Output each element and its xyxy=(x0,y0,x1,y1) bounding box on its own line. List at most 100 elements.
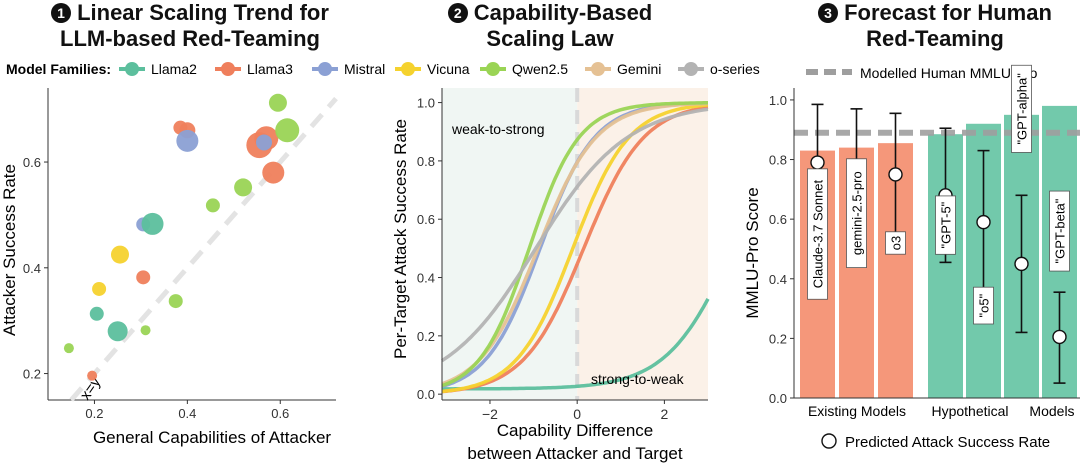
scatter-point-llama3 xyxy=(136,270,151,285)
predicted-asr-legend-label: Predicted Attack Success Rate xyxy=(845,434,1050,451)
bar-label-box xyxy=(973,286,994,325)
scaling-y-tick-label: 1.0 xyxy=(417,96,435,111)
legend-marker-vicuna xyxy=(401,62,415,76)
scatter-point-mistral xyxy=(176,129,199,152)
forecast-y-tick-label: 1.0 xyxy=(769,93,787,108)
forecast-y-tick-label: 0.2 xyxy=(769,331,787,346)
forecast-bar-panel: Claude-3.7 Sonnet gemini-2.5-pro o3 "GPT-5"… xyxy=(743,64,1080,451)
legend-name-mistral: Mistral xyxy=(344,61,385,77)
scatter-point-qwen2.5 xyxy=(234,178,253,197)
bar-label-1: gemini-2.5-pro xyxy=(846,158,867,268)
predicted-asr-marker xyxy=(1052,329,1067,345)
scaling-x-label-line2: between Attacker and Target xyxy=(467,444,682,463)
scatter-point-vicuna xyxy=(111,245,129,264)
scaling-y-tick-label: 0.0 xyxy=(417,387,435,402)
scaling-y-label: Per-Target Attack Success Rate xyxy=(391,119,410,359)
forecast-y-tick-label: 0.0 xyxy=(769,391,787,406)
bar-label-box xyxy=(935,195,956,255)
bar-label-text: "GPT-beta" xyxy=(1053,198,1068,263)
predicted-asr-marker xyxy=(810,155,825,170)
predicted-asr-marker xyxy=(1014,256,1029,272)
scaling-y-tick-label: 0.4 xyxy=(417,271,435,286)
strong-to-weak-label: strong-to-weak xyxy=(591,371,685,387)
legend-name-llama3: Llama3 xyxy=(247,61,293,77)
legend-name-gemini: Gemini xyxy=(617,61,661,77)
predicted-asr-legend-marker xyxy=(821,433,837,449)
panel1-number: 1 xyxy=(51,3,72,23)
predicted-asr-marker xyxy=(888,167,903,182)
weak-to-strong-region xyxy=(442,88,578,400)
panel2-number: 2 xyxy=(447,3,468,23)
scatter-y-tick-label: 0.6 xyxy=(23,155,41,170)
legend-label: Model Families: xyxy=(6,61,111,77)
bar-label-box xyxy=(885,231,906,255)
legend-name-llama2: Llama2 xyxy=(151,61,197,77)
panel3-number: 3 xyxy=(818,3,839,23)
bar-label-3: "GPT-5" xyxy=(935,195,956,255)
scatter-x-tick-label: 0.2 xyxy=(85,406,103,421)
bar-label-0: Claude-3.7 Sonnet xyxy=(807,168,828,300)
legend-name-vicuna: Vicuna xyxy=(427,61,470,77)
bar-label-2: o3 xyxy=(885,231,906,255)
forecast-y-tick-label: 0.4 xyxy=(769,272,787,287)
scatter-x-label: General Capabilities of Attacker xyxy=(93,428,331,447)
scatter-point-mistral xyxy=(256,134,272,151)
scaling-x-label-line1: Capability Difference xyxy=(497,421,654,440)
group-label-existing: Existing Models xyxy=(808,403,906,419)
legend-name-qwen2.5: Qwen2.5 xyxy=(512,61,568,77)
bar-label-text: o3 xyxy=(889,236,904,250)
bar-label-box xyxy=(807,168,828,300)
scatter-point-llama2 xyxy=(141,212,164,235)
legend-marker-mistral xyxy=(318,62,332,76)
scatter-point-llama2 xyxy=(107,321,128,342)
bar-label-text: gemini-2.5-pro xyxy=(850,171,865,255)
legend-marker-gemini xyxy=(591,62,605,76)
legend-marker-qwen2.5 xyxy=(486,62,500,76)
scaling-y-tick-label: 0.8 xyxy=(417,154,435,169)
panel1-title-line1: Linear Scaling Trend for xyxy=(77,0,329,25)
scatter-y-tick-label: 0.4 xyxy=(23,261,41,276)
scatter-point-qwen2.5 xyxy=(205,198,220,213)
scatter-y-label: Attacker Success Rate xyxy=(0,164,19,336)
forecast-y-label: MMLU-Pro Score xyxy=(743,187,762,318)
panel3-title-line2: Red-Teaming xyxy=(866,26,1004,51)
curve-o-series xyxy=(441,107,709,363)
scatter-x-tick-label: 0.6 xyxy=(271,406,289,421)
legend-marker-llama3 xyxy=(221,62,235,76)
bar-label-box xyxy=(846,158,867,268)
scatter-point-qwen2.5 xyxy=(168,294,183,309)
scatter-point-qwen2.5 xyxy=(268,93,287,112)
scatter-point-qwen2.5 xyxy=(140,325,151,336)
legend-marker-llama2 xyxy=(125,62,139,76)
bar-label-text: "o5" xyxy=(977,293,992,317)
bar-label-text: "GPT-5" xyxy=(939,201,954,248)
scaling-y-tick-label: 0.2 xyxy=(417,329,435,344)
panel2-title-line2: Scaling Law xyxy=(486,26,614,51)
curve-llama2 xyxy=(442,298,710,391)
bar-label-box xyxy=(1011,64,1032,153)
scatter-point-qwen2.5 xyxy=(63,343,74,354)
scatter-y-tick-label: 0.2 xyxy=(23,367,41,382)
group-label-hypothetical: Hypothetical xyxy=(931,403,1008,419)
weak-to-strong-label: weak-to-strong xyxy=(451,121,545,137)
bar-label-text: Claude-3.7 Sonnet xyxy=(811,179,826,288)
diagonal-line xyxy=(69,96,338,402)
group-label-models: Models xyxy=(1029,403,1074,419)
legend-marker-o-series xyxy=(684,62,698,76)
scatter-x-tick-label: 0.4 xyxy=(178,406,196,421)
panel1-title-line2: LLM-based Red-Teaming xyxy=(60,26,320,51)
scatter-point-llama3 xyxy=(87,370,98,381)
human-line-legend: Modelled Human MMLU-Pro xyxy=(806,65,1038,81)
scaling-x-tick-label: 2 xyxy=(660,406,668,422)
panel2-title-line1: Capability-Based xyxy=(473,0,653,25)
bar-label-text: "GPT-alpha" xyxy=(1015,73,1030,145)
curve-vicuna xyxy=(441,103,709,394)
legend-name-o-series: o-series xyxy=(710,61,760,77)
scatter-point-vicuna xyxy=(92,281,107,296)
